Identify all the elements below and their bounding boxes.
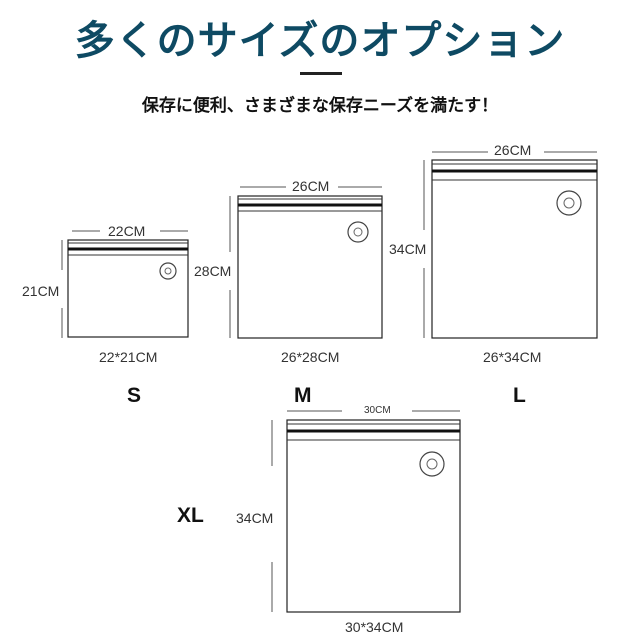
size-label-s: S <box>127 384 142 407</box>
width-label-s: 22CM <box>108 223 146 239</box>
width-label-xl: 30CM <box>364 405 391 416</box>
size-label-l: L <box>513 384 526 407</box>
dims-label-m: 26*28CM <box>281 349 340 365</box>
height-label-s: 21CM <box>22 283 60 299</box>
valve-icon <box>159 262 177 280</box>
height-label-m: 28CM <box>194 263 232 279</box>
dims-label-l: 26*34CM <box>483 349 542 365</box>
valve-icon <box>419 451 445 477</box>
size-label-m: M <box>294 384 312 407</box>
valve-icon <box>556 190 582 216</box>
width-label-m: 26CM <box>292 178 330 194</box>
page-title: 多くのサイズのオプション <box>74 18 566 64</box>
bag-m <box>229 186 383 339</box>
bag-l <box>423 151 598 339</box>
height-label-xl: 34CM <box>236 510 274 526</box>
width-label-l: 26CM <box>494 142 532 158</box>
bag-s <box>61 230 189 338</box>
bag-xl <box>271 410 461 613</box>
dims-label-s: 22*21CM <box>99 349 158 365</box>
title-divider <box>300 72 342 75</box>
height-label-l: 34CM <box>389 241 427 257</box>
dims-label-xl: 30*34CM <box>345 619 404 635</box>
size-label-xl: XL <box>177 504 204 527</box>
valve-icon <box>347 221 369 243</box>
page-subtitle: 保存に便利、さまざまな保存ニーズを満たす！ <box>141 96 499 116</box>
